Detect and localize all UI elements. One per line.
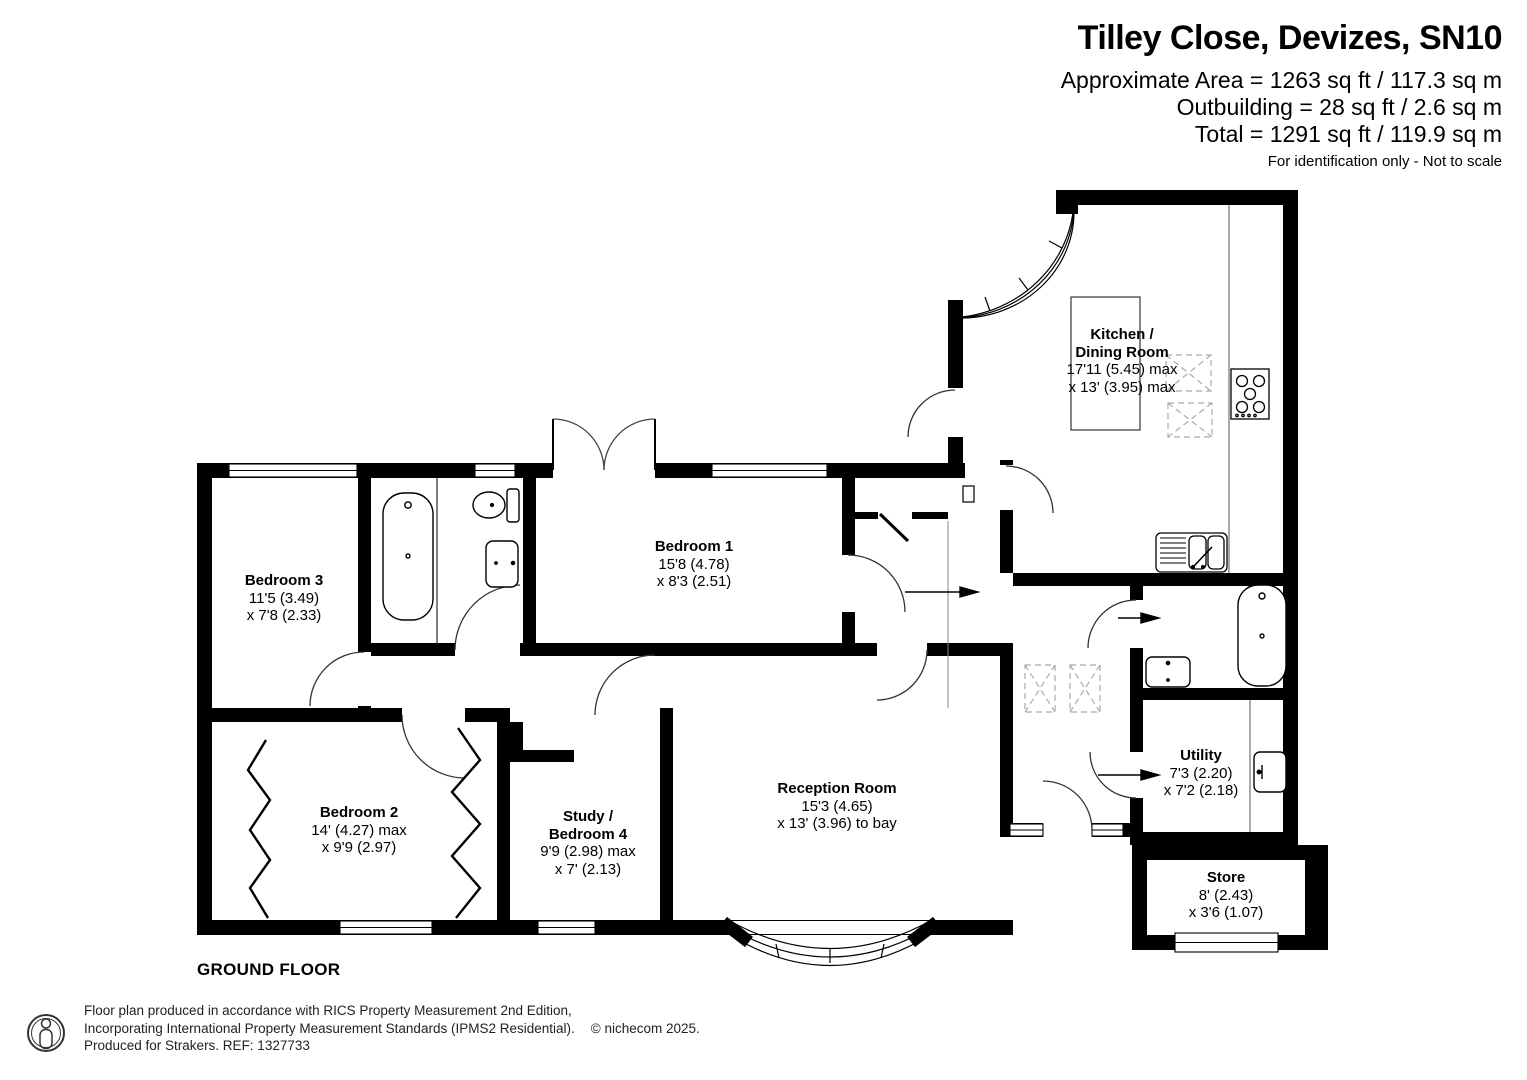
room-name: Store <box>1206 869 1246 886</box>
window-icon <box>228 463 358 478</box>
wardrobe-icon <box>246 727 482 919</box>
room-dims: x 9'9 (2.97) <box>321 839 397 856</box>
room-dims: 15'8 (4.78) <box>658 555 730 573</box>
window-icon <box>474 463 516 478</box>
window-icon <box>537 920 596 935</box>
window-icon <box>1091 823 1124 837</box>
approximate-area: Approximate Area = 1263 sq ft / 117.3 sq… <box>1060 67 1502 93</box>
room-dims: x 3'6 (1.07) <box>1188 904 1264 921</box>
room-dims: 17'11 (5.45) max <box>1066 361 1178 378</box>
footer: Floor plan produced in accordance with R… <box>28 1002 700 1055</box>
toilet-icon <box>472 488 520 523</box>
outbuilding-area: Outbuilding = 28 sq ft / 2.6 sq m <box>1176 94 1502 120</box>
room-dims: 8' (2.43) <box>1198 886 1254 904</box>
bath-icon <box>382 478 438 643</box>
room-label-study-bedroom-4: Study / Bedroom 4 9'9 (2.98) max x 7' (2… <box>540 808 635 878</box>
footer-line-2: Incorporating International Property Mea… <box>84 1020 575 1036</box>
disclaimer: For identification only - Not to scale <box>1267 153 1502 170</box>
window-icon <box>1009 823 1044 837</box>
window-icon <box>711 463 828 478</box>
room-name: Study / <box>562 808 613 825</box>
sink-icon <box>485 540 519 588</box>
room-dims: 9'9 (2.98) max <box>540 843 636 860</box>
room-dims: 14' (4.27) max <box>311 821 407 839</box>
room-name: Bedroom 4 <box>548 825 628 843</box>
room-label-utility: Utility 7'3 (2.20) x 7'2 (2.18) <box>1164 747 1239 800</box>
entrance-arrow <box>905 586 1162 781</box>
room-dims: 15'3 (4.65) <box>801 797 873 815</box>
room-dims: x 7'8 (2.33) <box>246 607 322 624</box>
room-label-kitchen-dining: Kitchen / Dining Room 17'11 (5.45) max x… <box>1067 326 1178 396</box>
cupboard-door-icon <box>878 485 975 708</box>
total-area: Total = 1291 sq ft / 119.9 sq m <box>1194 121 1502 147</box>
door-arcs <box>309 389 1137 831</box>
room-name: Bedroom 3 <box>244 572 324 589</box>
room-label-bedroom-2: Bedroom 2 14' (4.27) max x 9'9 (2.97) <box>311 804 406 857</box>
room-name: Dining Room <box>1075 343 1169 361</box>
skylight-icon <box>1024 354 1213 713</box>
room-name: Reception Room <box>777 780 897 797</box>
room-name: Kitchen / <box>1090 326 1154 343</box>
room-name: Utility <box>1180 747 1222 764</box>
bay-window <box>719 916 941 966</box>
curved-window <box>947 196 1075 319</box>
producer-logo-icon <box>27 1014 65 1052</box>
kitchen-sink-icon <box>1155 532 1228 573</box>
bath-icon <box>1237 584 1287 687</box>
kitchen-island <box>1070 296 1141 431</box>
window-icon <box>1174 932 1279 953</box>
header: Tilley Close, Devizes, SN10 Approximate … <box>1060 18 1503 171</box>
floor-label: GROUND FLOOR <box>197 960 341 979</box>
windows <box>228 463 1279 953</box>
room-dims: x 8'3 (2.51) <box>656 573 732 590</box>
room-name: Bedroom 1 <box>654 538 734 555</box>
room-dims: x 7'2 (2.18) <box>1163 782 1239 799</box>
window-icon <box>339 920 433 935</box>
door-openings <box>358 388 1143 837</box>
sink-icon <box>1253 751 1287 793</box>
french-doors <box>552 418 656 478</box>
hob-icon <box>1230 368 1270 420</box>
room-dims: 11'5 (3.49) <box>248 589 320 607</box>
footer-line-3: Produced for Strakers. REF: 1327733 <box>84 1038 310 1053</box>
sink-icon <box>1145 656 1191 688</box>
room-label-bedroom-3: Bedroom 3 11'5 (3.49) x 7'8 (2.33) <box>245 572 323 625</box>
room-label-reception-room: Reception Room 15'3 (4.65) x 13' (3.96) … <box>777 780 897 833</box>
footer-line-1: Floor plan produced in accordance with R… <box>84 1003 572 1018</box>
room-dims: x 13' (3.95) max <box>1068 378 1176 396</box>
room-label-bedroom-1: Bedroom 1 15'8 (4.78) x 8'3 (2.51) <box>655 538 733 591</box>
page-title: Tilley Close, Devizes, SN10 <box>1077 19 1503 57</box>
copyright: © nichecom 2025. <box>590 1020 700 1036</box>
room-dims: 7'3 (2.20) <box>1169 764 1233 782</box>
room-dims: x 13' (3.96) to bay <box>777 815 897 832</box>
room-dims: x 7' (2.13) <box>554 860 622 878</box>
room-name: Bedroom 2 <box>319 804 399 821</box>
room-label-store: Store 8' (2.43) x 3'6 (1.07) <box>1189 869 1264 922</box>
